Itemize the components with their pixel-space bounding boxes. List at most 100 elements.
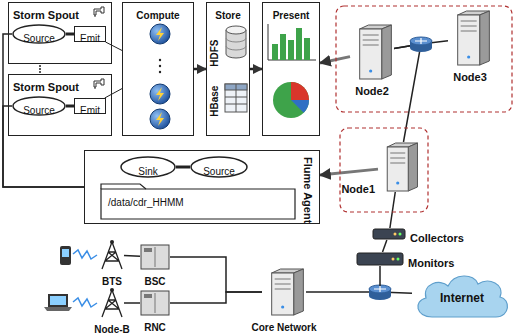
- bolt-icon: [150, 24, 170, 44]
- monitor-device: Monitors: [356, 252, 404, 266]
- router-icon: [410, 37, 432, 52]
- node-label: Core Network: [252, 322, 317, 334]
- text-slot: Flume Agent: [299, 157, 317, 223]
- core-network-server-outline: [262, 268, 306, 316]
- ellipsis-dots: [159, 59, 161, 73]
- server-node-outline: [378, 142, 420, 192]
- text-slot: Source: [23, 100, 55, 118]
- controller-cabinet: RNC: [140, 290, 170, 316]
- text-slot: Emit: [80, 28, 100, 46]
- text-slot: HDFS: [205, 40, 223, 67]
- base-station-tower: BTS: [100, 240, 124, 270]
- sink-ellipse: Sink: [120, 156, 176, 178]
- text-slot: Internet: [440, 288, 484, 306]
- node-label: BTS: [102, 276, 122, 288]
- controller-cabinet: BSC: [140, 244, 170, 270]
- connector-line: [170, 257, 262, 292]
- node-label: BSC: [144, 276, 165, 288]
- cluster-outline: [336, 6, 512, 112]
- connector-line: [390, 192, 395, 228]
- hdfs-cylinder: [226, 26, 246, 58]
- base-station-tower-outline: [100, 240, 124, 270]
- emit-box: Emit: [74, 26, 106, 42]
- base-station-tower: Node-B: [100, 288, 124, 318]
- spout-box: SourceEmitStorm Spout: [8, 2, 112, 64]
- compute-box: Compute: [122, 2, 194, 136]
- source-ellipse: Source: [12, 96, 66, 116]
- monitor-device-outline: [356, 252, 404, 266]
- text-slot: Compute: [136, 5, 179, 23]
- connector-line: [66, 33, 74, 36]
- faucet-icon: [94, 7, 104, 17]
- spout-box: Source EmitStorm Spout: [8, 74, 112, 136]
- node-label: Emit: [80, 105, 100, 117]
- connector-line: [124, 255, 140, 257]
- faucet-icon: [94, 79, 104, 89]
- node-label: Node3: [453, 71, 487, 84]
- text-slot: /data/cdr_HHMM: [108, 192, 184, 210]
- text-slot: Present: [273, 5, 310, 23]
- connector-line: [320, 57, 350, 63]
- emit-box: Emit: [74, 98, 106, 114]
- text-slot: Node3: [453, 67, 487, 85]
- connector-line: [383, 240, 387, 252]
- connector-line: [176, 166, 190, 169]
- text-slot: HBase: [205, 86, 223, 117]
- text-slot: Collectors: [410, 228, 464, 246]
- node-label: Flume Agent: [301, 157, 314, 223]
- node-label: Present: [273, 10, 310, 22]
- node-label: /data/cdr_HHMM: [108, 197, 184, 209]
- node-label: RNC: [144, 322, 166, 334]
- server-node: Node2: [350, 24, 394, 80]
- server-node-outline: [350, 24, 394, 80]
- bolt-icon: [150, 109, 170, 129]
- node-label: Compute: [136, 10, 179, 22]
- connector-line: [105, 89, 122, 98]
- text-slot: Node2: [355, 81, 389, 99]
- router-wire: [379, 266, 381, 286]
- router-icon: [369, 285, 391, 300]
- node-label: Source: [23, 105, 55, 117]
- laptop-icon: [44, 294, 72, 311]
- wireless-link: [73, 250, 97, 259]
- connector-line: [3, 34, 84, 187]
- text-slot: RNC: [144, 317, 166, 335]
- connector-line: [320, 169, 378, 175]
- text-slot: Storm Spout: [13, 77, 79, 95]
- text-slot: Emit: [80, 100, 100, 118]
- server-node-outline: [448, 10, 492, 66]
- connector-line: [194, 68, 206, 71]
- connector-line: [170, 292, 262, 303]
- node-label: Node1: [341, 183, 375, 196]
- server-node: Node1: [378, 142, 420, 192]
- collector-device-outline: [372, 228, 406, 240]
- text-slot: Sink: [138, 161, 157, 179]
- text-slot: Monitors: [408, 253, 454, 271]
- cluster-outline: [340, 128, 428, 212]
- ellipsis-dots: [39, 65, 41, 73]
- collector-device: Collectors: [372, 228, 406, 240]
- node-label: Source: [203, 166, 235, 178]
- phone-icon: [60, 246, 71, 265]
- connector-line: [250, 68, 262, 71]
- node-label: Node2: [355, 85, 389, 98]
- flume-agent-box: Sink Source/data/cdr_HHMM Flume Agent: [84, 150, 320, 224]
- controller-cabinet-outline: [140, 244, 170, 270]
- text-slot: Node-B: [94, 319, 130, 336]
- node-label: Internet: [440, 292, 484, 306]
- node-label: Storm Spout: [13, 9, 79, 22]
- text-slot: Storm Spout: [13, 5, 79, 23]
- source-ellipse: Source: [190, 156, 248, 178]
- text-slot: Core Network: [252, 317, 317, 335]
- source-ellipse: Source: [12, 24, 66, 44]
- bar-chart: [268, 24, 316, 60]
- text-slot: Source: [203, 161, 235, 179]
- node-label: Collectors: [410, 232, 464, 245]
- connector-line: [3, 106, 84, 187]
- node-label: Monitors: [408, 257, 454, 270]
- base-station-tower-outline: [100, 288, 124, 318]
- text-slot: BSC: [144, 271, 165, 289]
- store-label: HDFS: [210, 40, 222, 67]
- text-slot: Node1: [341, 179, 375, 197]
